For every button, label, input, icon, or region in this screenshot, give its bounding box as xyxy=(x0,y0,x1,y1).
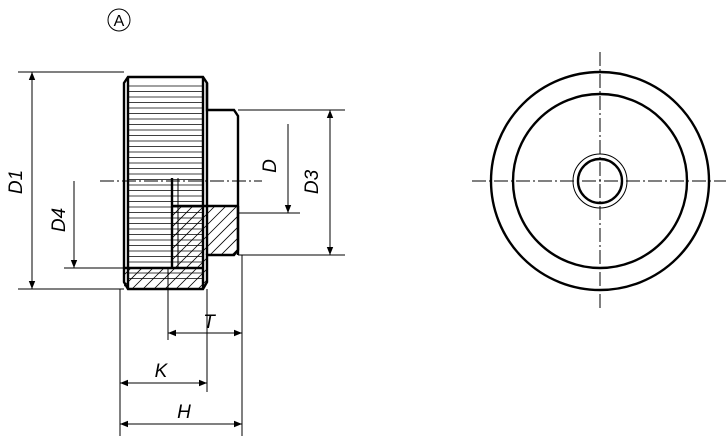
t-label: T xyxy=(203,312,216,333)
h-label: H xyxy=(177,402,191,423)
hatch-line xyxy=(230,206,238,289)
hatch-line xyxy=(22,200,122,300)
d1-label: D1 xyxy=(6,170,27,194)
hatch-line xyxy=(124,206,134,289)
hatch-line xyxy=(131,206,233,289)
hatch-line xyxy=(124,206,200,289)
k-label: K xyxy=(155,361,169,382)
hatch-line xyxy=(124,206,167,289)
hatch-line xyxy=(164,206,238,289)
variant-circle xyxy=(107,8,131,32)
d4-label: D4 xyxy=(49,208,70,232)
d-label: D xyxy=(260,159,281,173)
dimensions: D1 D4 D D3 T K H xyxy=(6,71,345,436)
hatch-line xyxy=(219,206,238,289)
hatch-line xyxy=(142,206,238,289)
hatch-line xyxy=(175,206,238,289)
variant-label: A xyxy=(114,13,125,30)
hatch-line xyxy=(242,200,342,300)
d3-label: D3 xyxy=(302,169,323,194)
hatch-line xyxy=(253,200,353,300)
hatch-line xyxy=(208,206,238,289)
hatch-line xyxy=(124,206,156,289)
variant-marker: A xyxy=(107,8,131,32)
part-outline xyxy=(122,75,240,291)
front-view xyxy=(472,52,726,310)
knurl-pattern xyxy=(128,85,203,279)
hatch-line xyxy=(197,206,238,289)
